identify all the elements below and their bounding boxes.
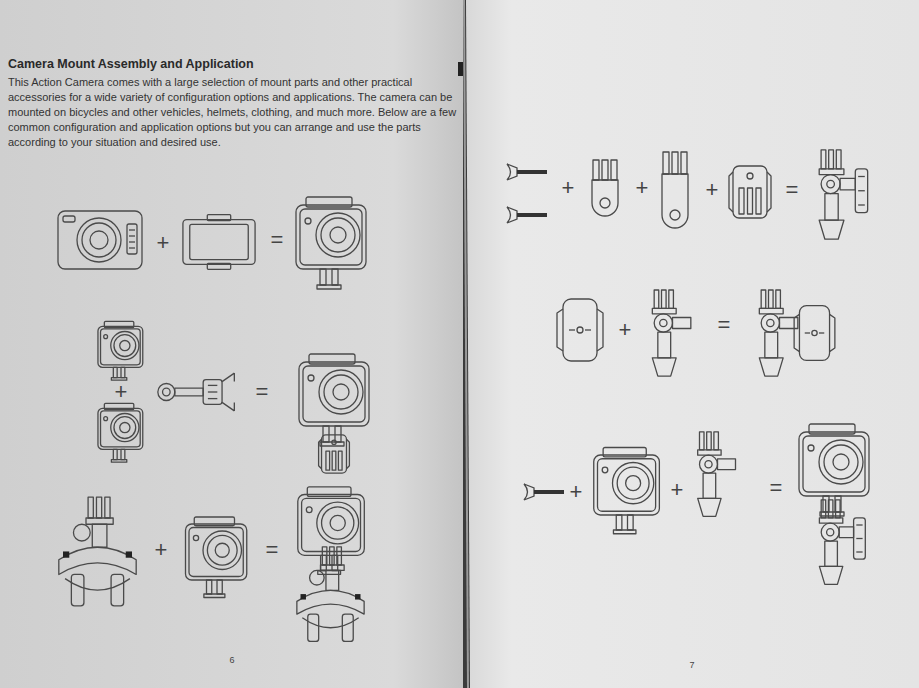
flat-base [557,299,603,361]
thumb-screw [507,207,547,223]
plus-sign: + [636,177,649,199]
bike-mount [297,547,364,642]
plus-sign: + [706,179,719,201]
camera [58,211,142,269]
plus-sign: + [562,177,575,199]
pivot-assembly [652,290,691,376]
page-number: 6 [229,655,234,665]
plus-sign: + [157,232,170,254]
thumb-screw [507,164,547,180]
housed-camera [799,424,869,516]
plus-sign: + [619,319,632,341]
equals-sign: = [271,229,284,251]
intro-text: This Action Camera comes with a large se… [8,75,460,150]
page-number: 7 [689,660,694,670]
pivot-arm [662,152,688,228]
pivot-assembly [759,290,798,376]
equals-sign: = [718,314,731,336]
framed-camera [296,197,366,289]
housed-camera [98,403,143,462]
gutter [464,0,468,688]
flat-base [794,306,835,361]
housed-camera [594,448,660,534]
pivot-assembly [819,150,867,239]
equals-sign: = [786,179,799,201]
pivot-arm [592,160,618,216]
right-page [466,0,919,688]
pivot-assembly [698,432,736,517]
plus-sign: + [155,539,168,561]
equals-sign: = [256,381,269,403]
section-title: Camera Mount Assembly and Application [8,57,254,71]
buckle [729,166,771,218]
frame-mount [183,215,255,270]
housed-camera [186,517,247,598]
thumb-screw [524,484,564,500]
housed-camera [299,354,369,446]
plus-sign: + [671,479,684,501]
housed-camera [98,321,143,380]
clip-mount [158,373,235,411]
page-tab [458,62,463,76]
plus-sign: + [570,481,583,503]
housed-camera [298,487,365,574]
equals-sign: = [770,477,783,499]
plus-sign: + [115,381,128,403]
equals-sign: = [266,539,279,561]
left-page [0,0,463,688]
bike-mount [59,497,136,606]
